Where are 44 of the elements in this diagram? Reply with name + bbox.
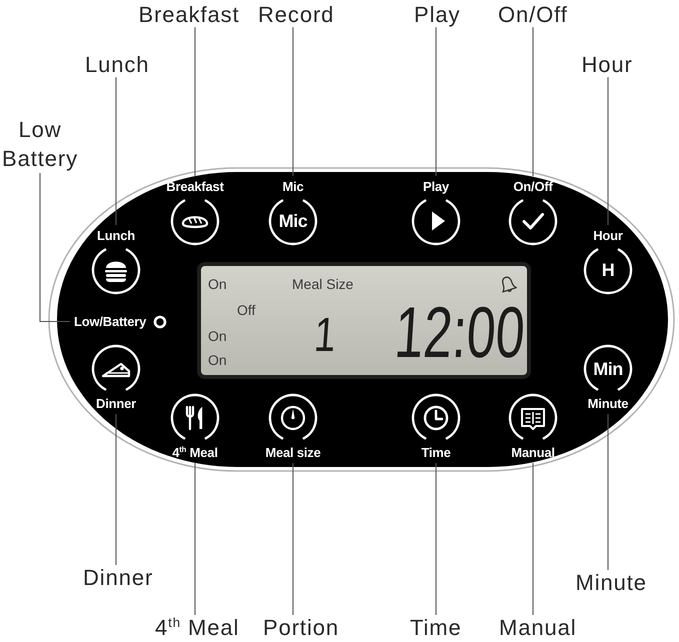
callout-label: Lunch [85,52,150,78]
button-label: Manual [511,445,555,460]
callout-label: 4$^{th}$ Meal [155,615,240,640]
button-label: Meal size [265,445,321,460]
button-label: Hour [593,228,623,243]
button-label: Mic [282,179,304,194]
callout-label: Play [414,2,460,28]
button-label: Breakfast [166,179,224,194]
leader-line [194,26,196,176]
lcd-text: On [208,352,227,368]
lcd-screen [197,262,531,379]
button-label: Dinner [96,396,136,411]
callout-label: Dinner [83,565,154,590]
callout-label: Hour [582,52,633,78]
lcd-text: On [208,328,227,344]
lcd-text: Off [237,302,256,318]
leader-line [40,172,70,322]
callout-label: Breakfast [138,2,240,28]
round-button: Mic [268,196,318,246]
button-label: Minute [588,396,628,411]
lcd-digits: 1 [313,317,338,356]
lcd-digits: 12:00 [393,305,526,363]
round-button: Min [583,344,633,394]
button-label: Lunch [97,228,135,243]
callout-label: Manual [499,615,577,640]
callout-label: Time [410,615,462,640]
leader-line [194,462,196,616]
leader-line [292,26,294,176]
lcd-text: Meal Size [292,276,354,292]
leader-line [292,462,294,616]
callout-label: Low Battery [2,115,78,173]
callout-label: On/Off [498,2,568,28]
button-label: On/Off [513,179,553,194]
indicator-label: Low/Battery [74,314,146,329]
button-label: Play [423,179,449,194]
callout-label: Record [258,2,334,28]
button-label: Time [421,445,451,460]
round-button: H [583,245,633,295]
lcd-text: On [208,276,227,292]
callout-label: Minute [576,570,647,596]
button-label: 4$^{th}$ Meal [172,445,218,460]
leader-line [532,462,534,616]
leader-line [532,26,534,176]
callout-label: Portion [263,615,340,640]
